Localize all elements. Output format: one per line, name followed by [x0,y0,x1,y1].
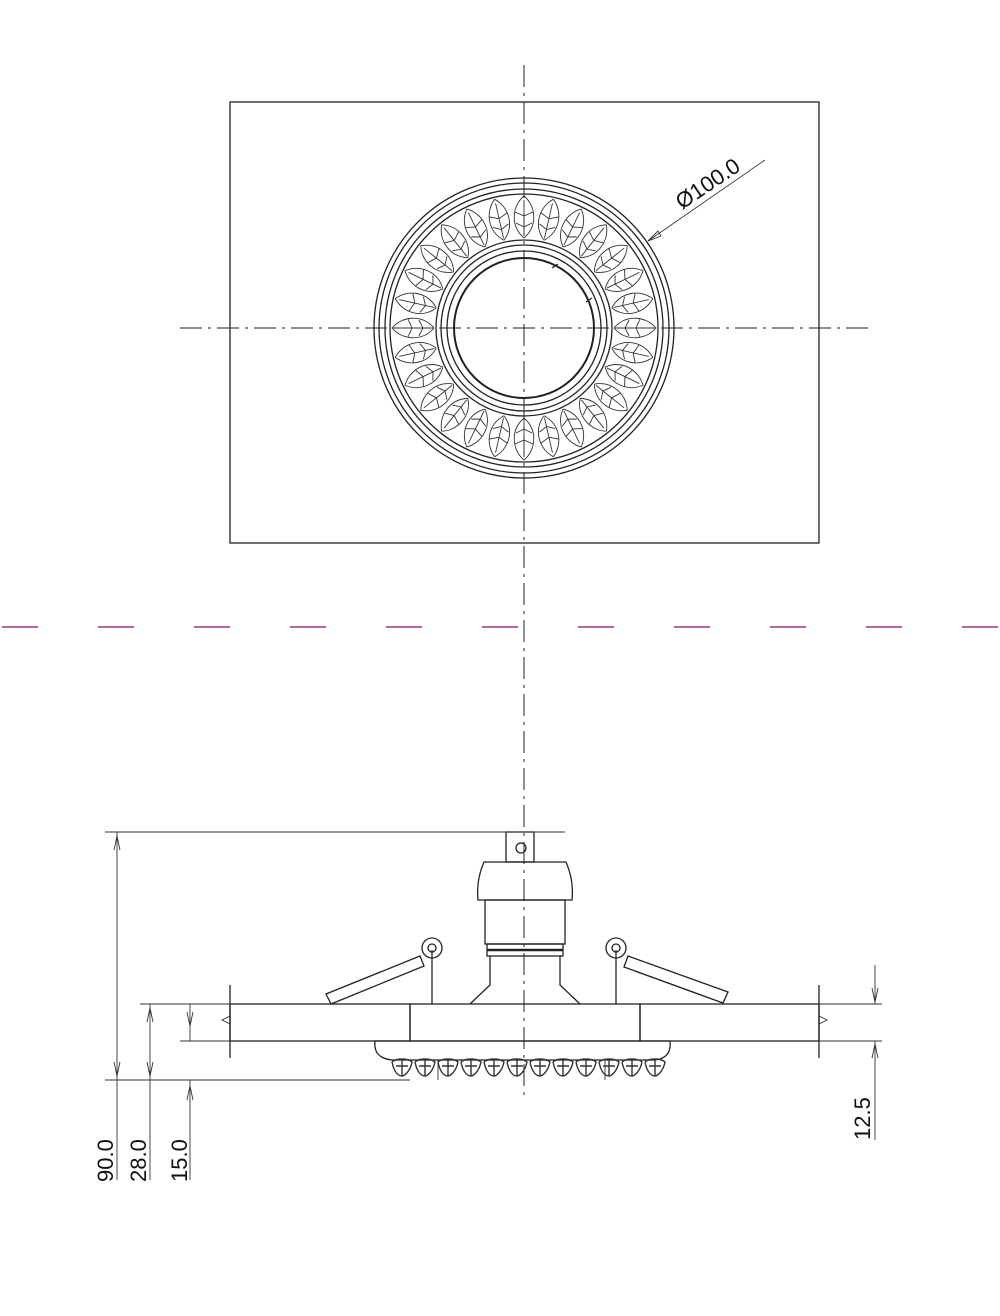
leaf-ornament [488,198,510,241]
leaf-ornament [394,292,437,314]
trim-leaf [575,1058,597,1077]
leaf-ornament [604,364,644,389]
leaf-ornament [560,408,585,448]
leaf-ornament [513,195,535,239]
socket-tab [505,831,535,863]
trim-leaf [529,1058,551,1077]
trim-leaf [598,1058,620,1077]
trim-leaf [391,1058,413,1077]
dimension-label-90: 90.0 [93,1139,118,1182]
trim-plate [374,1040,671,1061]
dimension-label-12-5: 12.5 [850,1097,875,1140]
leaf-ornament [560,208,585,248]
leaf-ornament-ring [391,195,657,461]
diameter-dimension: Ø100.0 [647,153,766,242]
dimension-15: 15.0 [167,1004,230,1182]
trim-leaf [437,1058,459,1077]
trim-leaf [552,1058,574,1077]
dimension-label-15: 15.0 [167,1139,192,1182]
dimension-12-5: 12.5 [819,965,882,1140]
diameter-label: Ø100.0 [671,153,745,214]
leaf-ornament [513,417,535,461]
leaf-ornament [463,408,488,448]
trim-leaf [621,1058,643,1077]
leaf-ornament [420,244,455,273]
leaf-ornament [488,415,510,458]
leaf-ornament [579,224,608,259]
leaf-ornament [613,317,657,339]
leaf-ornament [420,383,455,412]
trim-leaf [414,1058,436,1077]
leaf-ornament [538,198,560,241]
trim-leaf [483,1058,505,1077]
spring-clip-right [605,937,729,1004]
leaf-ornament [579,397,608,432]
leaf-ornament [593,244,628,273]
trim-leaf [644,1058,666,1077]
leaf-ornament [440,397,469,432]
leaf-ornament [463,208,488,248]
fixture-housing [409,1003,641,1042]
trim-leaf [460,1058,482,1077]
plan-view: Ø100.0 [180,65,870,1095]
trim-leaf [506,1058,528,1077]
leaf-ornament [404,267,444,292]
leaf-ornament [611,292,654,314]
trim-leaf-ornament [391,1058,666,1077]
lamp-socket [469,831,581,1005]
spring-clip-left [325,937,443,1005]
decorative-trim-ring [373,177,675,479]
leaf-ornament [404,364,444,389]
leaf-ornament [593,383,628,412]
lamp-opening [453,257,595,399]
leaf-ornament [604,267,644,292]
leaf-ornament [611,342,654,364]
leaf-ornament [394,342,437,364]
leaf-ornament [538,415,560,458]
leaf-ornament [440,224,469,259]
dimension-label-28: 28.0 [126,1139,151,1182]
dimension-28: 28.0 [126,1003,230,1182]
elevation-view: 90.0 28.0 15.0 12.5 [93,831,882,1182]
dimension-90: 90.0 [93,831,565,1182]
leaf-ornament [391,317,435,339]
